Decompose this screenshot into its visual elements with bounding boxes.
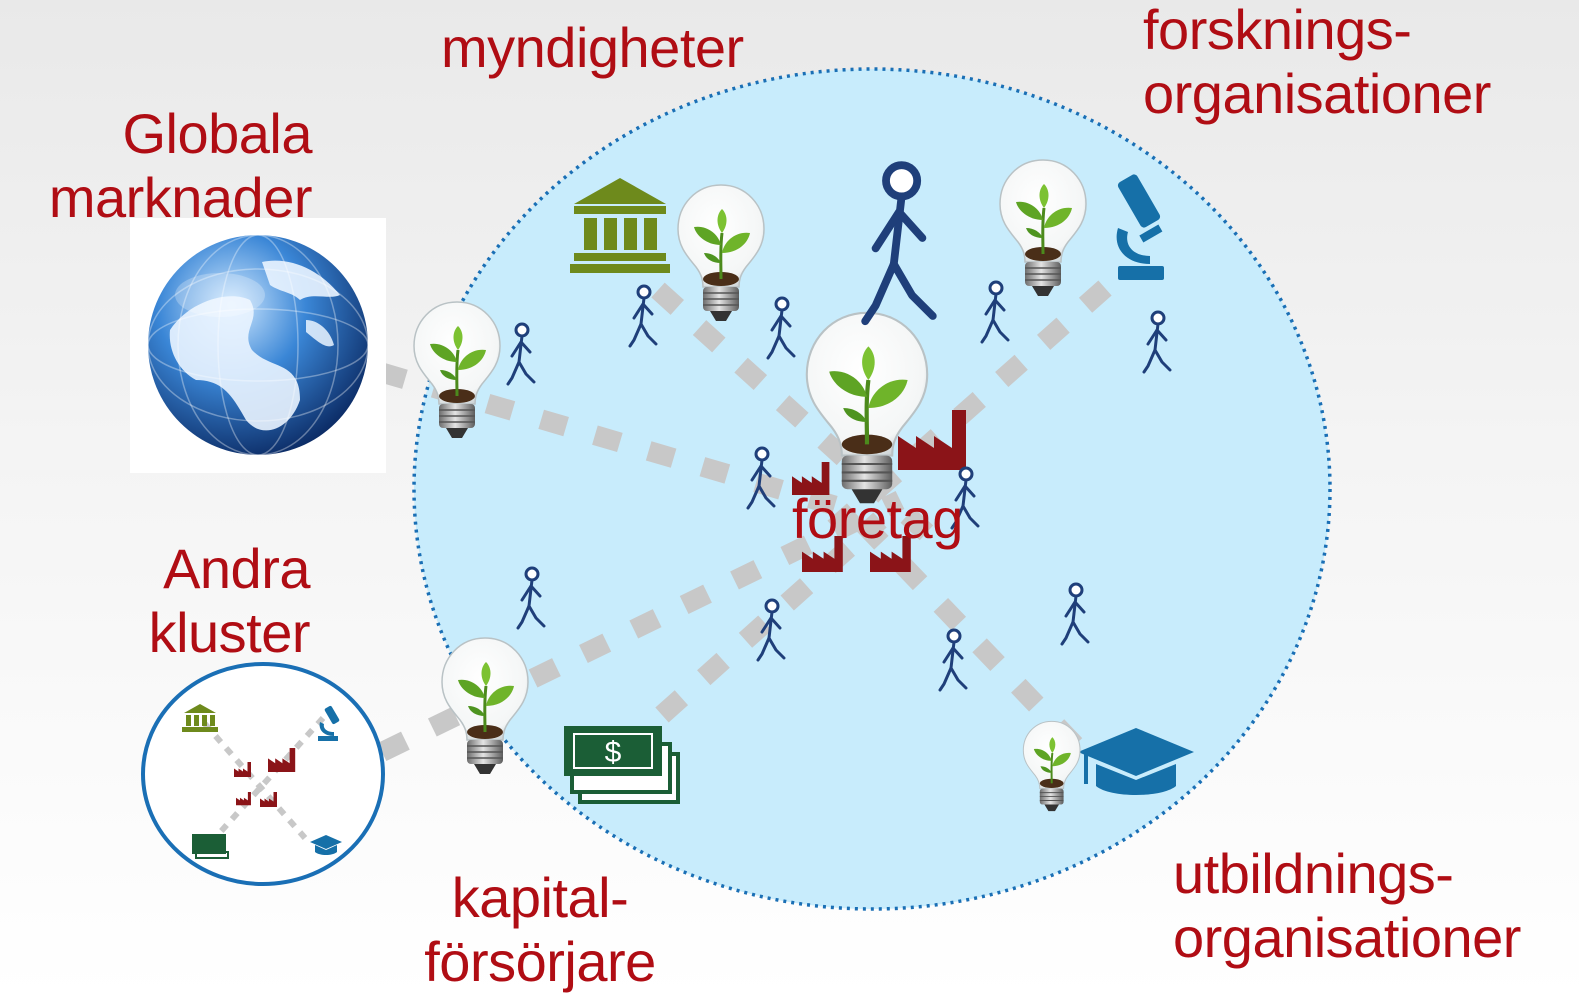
mini-graduation-cap-icon — [310, 835, 342, 855]
globe-icon — [130, 218, 386, 473]
label-kapital-line2: försörjare — [424, 930, 656, 993]
money-icon: $ — [564, 726, 680, 804]
label-utbildnings-line1: utbildnings- — [1173, 842, 1454, 905]
label-andra-line2: kluster — [148, 601, 311, 664]
label-forskningsorganisationer: forsknings- organisationer — [1143, 0, 1491, 126]
label-kapital-line1: kapital- — [451, 866, 629, 929]
connector-kapital-2 — [655, 512, 887, 723]
government-building-icon — [570, 178, 670, 273]
label-kapitalforsorjare: kapital- försörjare — [410, 866, 670, 994]
label-forsknings-line1: forsknings- — [1143, 0, 1412, 61]
label-utbildningsorganisationer: utbildnings- organisationer — [1173, 842, 1521, 970]
label-myndigheter: myndigheter — [441, 16, 744, 79]
graduation-cap-icon — [1078, 728, 1194, 795]
label-globala-marknader: Globala marknader — [16, 102, 313, 230]
label-forsknings-line2: organisationer — [1143, 62, 1491, 125]
mini-government-icon — [182, 704, 218, 732]
mini-cluster — [141, 662, 385, 886]
connector-myndigheter — [651, 282, 947, 553]
microscope-icon — [1116, 174, 1164, 280]
label-utbildnings-line2: organisationer — [1173, 906, 1521, 969]
label-globala-line1: Globala — [122, 102, 312, 165]
dollar-sign: $ — [605, 736, 622, 769]
mini-microscope-icon — [318, 705, 340, 741]
mini-money-icon — [192, 834, 229, 859]
label-andra-line1: Andra — [163, 537, 310, 600]
label-foretag: företag — [792, 487, 963, 550]
label-andra-kluster: Andra kluster — [120, 537, 311, 665]
label-globala-line2: marknader — [48, 166, 313, 229]
connector-kapital — [377, 491, 905, 761]
